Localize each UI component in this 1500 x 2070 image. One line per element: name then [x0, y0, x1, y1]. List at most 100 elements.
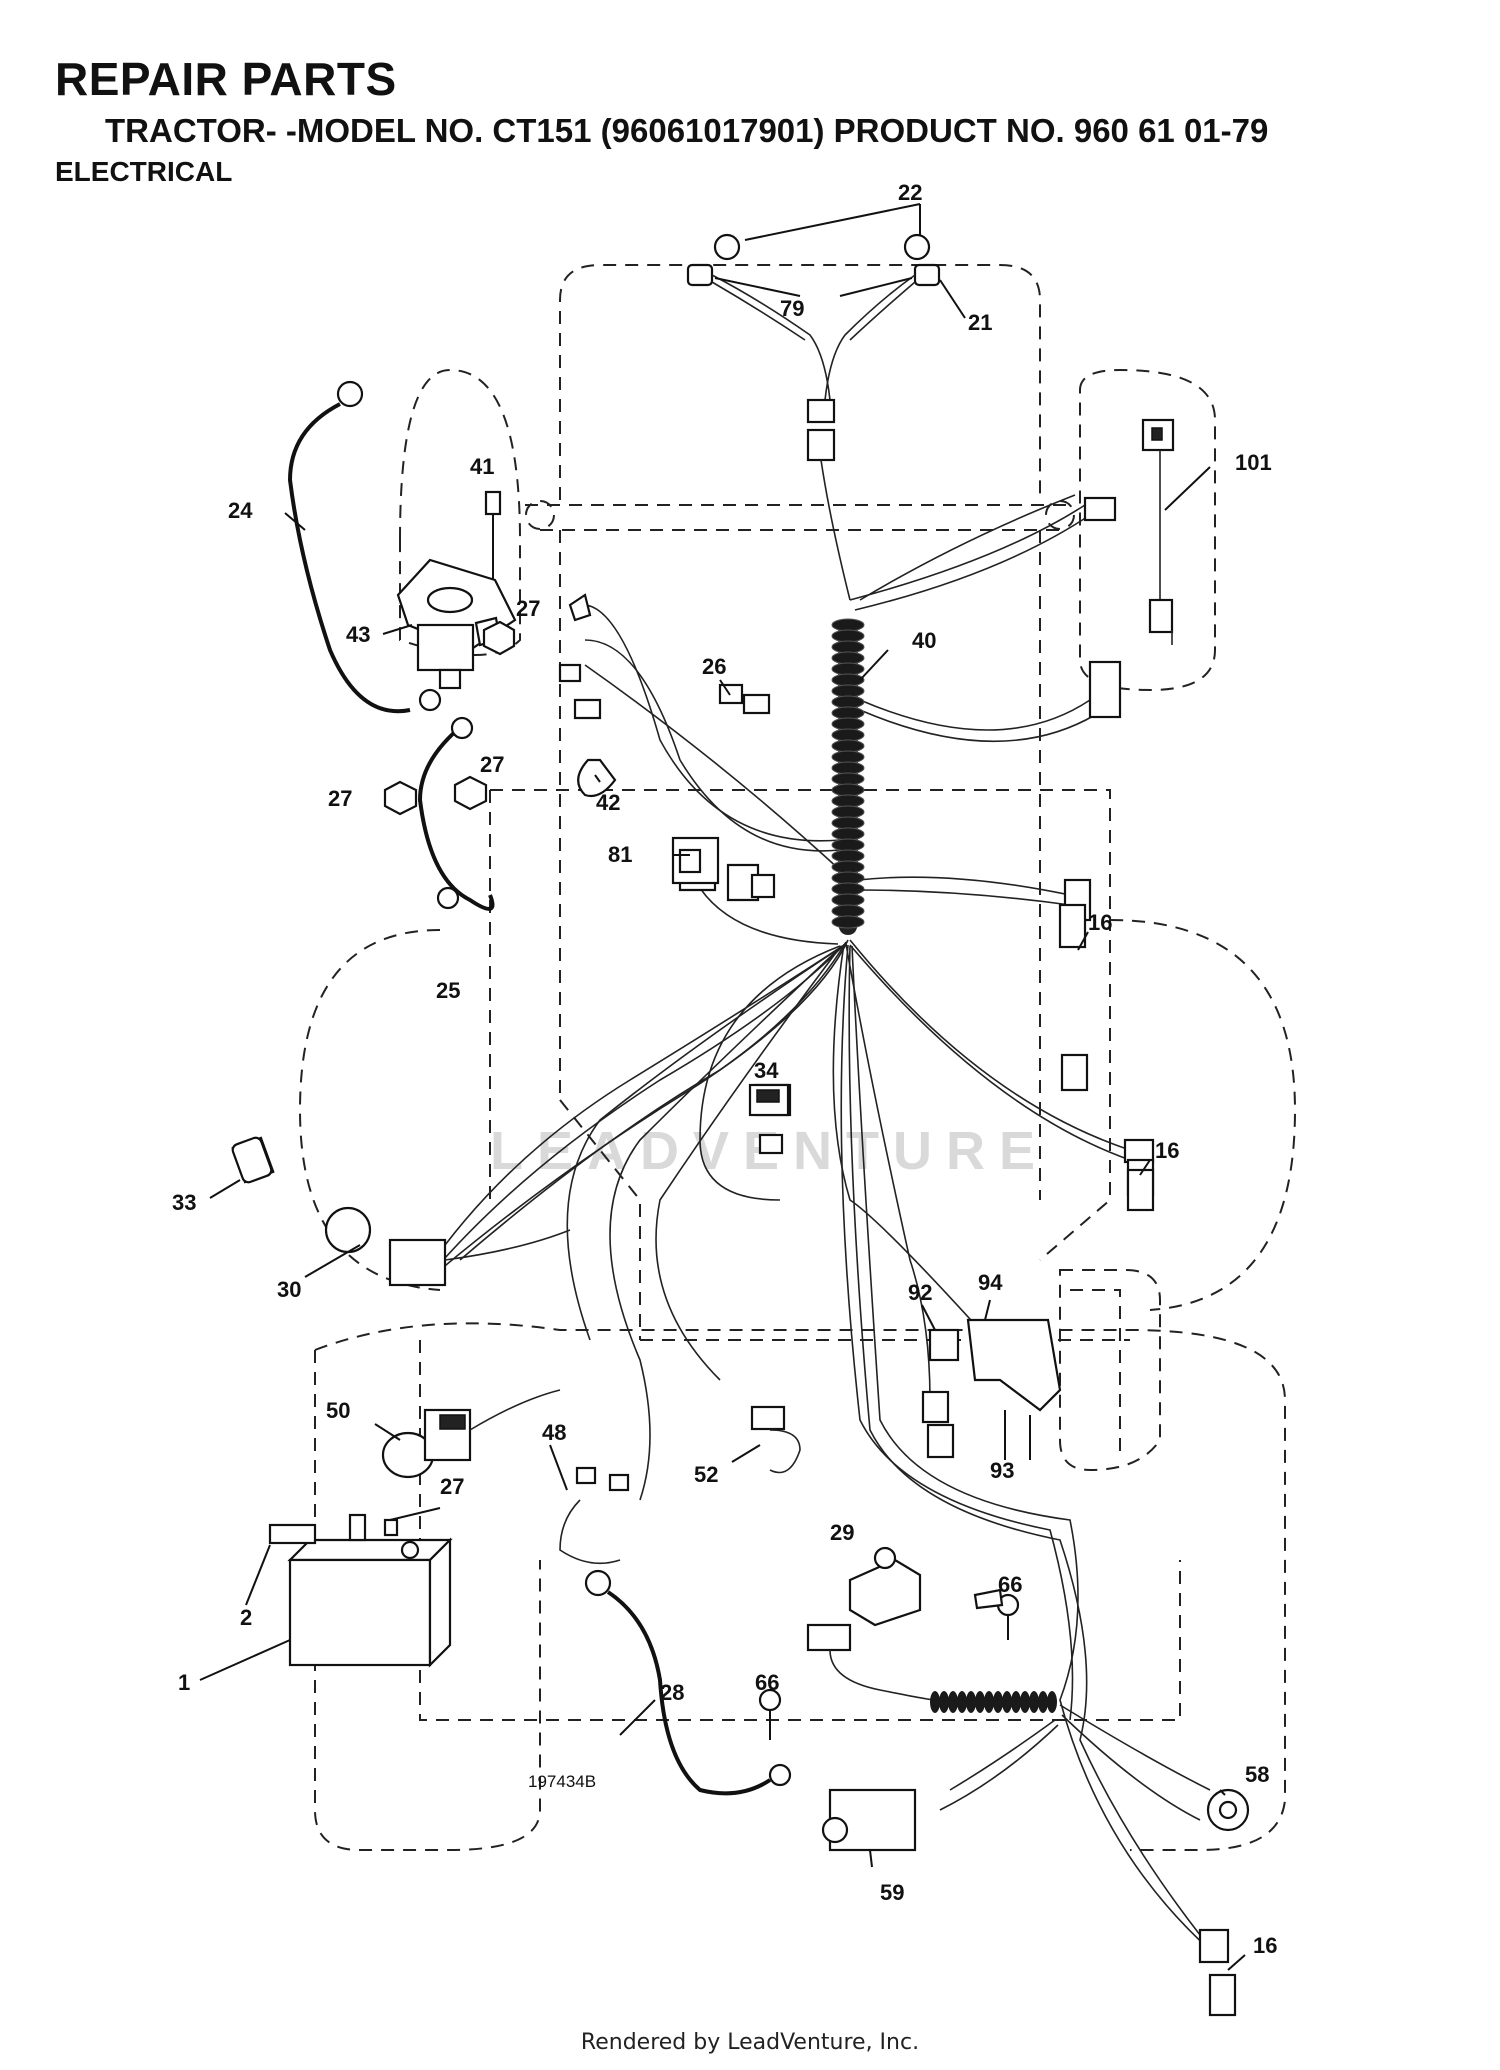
model-subtitle: TRACTOR- -MODEL NO. CT151 (96061017901) …: [105, 112, 1269, 149]
coil-cord-segment: [1029, 1691, 1039, 1713]
harness-coil: [831, 838, 865, 852]
callout-1: 1: [178, 1670, 190, 1695]
callout-59: 59: [880, 1880, 904, 1905]
harness-coil: [831, 816, 865, 830]
callout-27b: 27: [480, 752, 504, 777]
harness-coil: [831, 882, 865, 896]
parts-58-59-16: [821, 903, 1250, 2017]
callout-28: 28: [660, 1680, 684, 1705]
part-101-harness-plug: [1141, 418, 1175, 645]
coil-cord-segment: [966, 1691, 976, 1713]
callout-48: 48: [542, 1420, 566, 1445]
callout-92: 92: [908, 1280, 932, 1305]
callout-24: 24: [228, 498, 253, 523]
harness-coil: [831, 783, 865, 797]
harness-coil: [831, 662, 865, 676]
callout-16c: 16: [1253, 1933, 1277, 1958]
coil-cord-segment: [957, 1691, 967, 1713]
callout-93: 93: [990, 1458, 1014, 1483]
harness-coil: [831, 684, 865, 698]
coil-cord-segment: [975, 1691, 985, 1713]
harness-coil: [831, 706, 865, 720]
harness-coil: [831, 827, 865, 841]
part-66-bolts: [758, 1588, 1020, 1740]
part-94-interlock: [921, 1318, 1062, 1460]
callout-34: 34: [754, 1058, 779, 1083]
callout-58: 58: [1245, 1762, 1269, 1787]
coil-cord-segment: [1020, 1691, 1030, 1713]
harness-coil: [831, 651, 865, 665]
coil-cord-segment: [1011, 1691, 1021, 1713]
callout-21: 21: [968, 310, 992, 335]
callout-16a: 16: [1088, 910, 1112, 935]
harness-coil: [831, 860, 865, 874]
callout-2: 2: [240, 1605, 252, 1630]
footer-credit: Rendered by LeadVenture, Inc.: [580, 2030, 920, 2055]
callout-29: 29: [830, 1520, 854, 1545]
harness-coil: [831, 904, 865, 918]
callout-42: 42: [596, 790, 620, 815]
callout-81: 81: [608, 842, 632, 867]
tractor-outline: [298, 264, 1297, 1851]
coil-cord-segment: [939, 1691, 949, 1713]
callout-16b: 16: [1155, 1138, 1179, 1163]
harness-coil: [831, 794, 865, 808]
callout-94: 94: [978, 1270, 1003, 1295]
coil-cord-segment: [993, 1691, 1003, 1713]
part-50-light-switch: [381, 1389, 561, 1479]
callout-25: 25: [436, 978, 460, 1003]
battery-cables: [287, 380, 792, 1796]
harness-coil: [831, 717, 865, 731]
callout-22a: 22: [898, 180, 922, 205]
part-43-solenoid: [396, 490, 517, 690]
coil-cord-segment: [1047, 1691, 1057, 1713]
callout-79: 79: [780, 296, 804, 321]
part-1-battery: [268, 1513, 453, 1668]
harness-coil: [831, 871, 865, 885]
callout-52: 52: [694, 1462, 718, 1487]
callout-30: 30: [277, 1277, 301, 1302]
callout-41: 41: [470, 454, 494, 479]
callout-26: 26: [702, 654, 726, 679]
main-wiring-harness: [419, 494, 1221, 1961]
harness-coil: [831, 618, 865, 632]
part-34-switch: [748, 1083, 790, 1117]
section-heading: ELECTRICAL: [55, 156, 233, 187]
callout-27d: 27: [440, 1474, 464, 1499]
part-33-key: [231, 1136, 273, 1184]
page-title: REPAIR PARTS: [55, 53, 397, 105]
coil-cord-segment: [984, 1691, 994, 1713]
harness-coil: [831, 761, 865, 775]
small-parts: [231, 593, 1155, 1197]
harness-coil: [831, 629, 865, 643]
harness-coil: [831, 915, 865, 929]
figure-number: 197434B: [528, 1772, 597, 1791]
harness-coil: [831, 728, 865, 742]
callout-66b: 66: [755, 1670, 779, 1695]
callout-101: 101: [1235, 450, 1272, 475]
harness-coil: [831, 750, 865, 764]
headlight-assembly: [686, 233, 941, 601]
callout-66a: 66: [998, 1572, 1022, 1597]
callout-27a: 27: [516, 596, 540, 621]
harness-coil: [831, 849, 865, 863]
callout-43: 43: [346, 622, 370, 647]
parts-48-52: [559, 1405, 801, 1565]
callout-50: 50: [326, 1398, 350, 1423]
callout-leaders: [199, 203, 1246, 1971]
harness-coil: [831, 739, 865, 753]
part-81-relay: [671, 836, 720, 885]
callout-27c: 27: [328, 786, 352, 811]
harness-coil: [831, 673, 865, 687]
harness-coil: [831, 893, 865, 907]
part-29-module: [806, 1546, 1057, 1713]
coil-cord-segment: [948, 1691, 958, 1713]
harness-coil: [831, 695, 865, 709]
part-30-ignition-switch: [324, 1206, 571, 1287]
coil-cord-segment: [1002, 1691, 1012, 1713]
coil-cord-segment: [930, 1691, 940, 1713]
coil-cord-segment: [1038, 1691, 1048, 1713]
